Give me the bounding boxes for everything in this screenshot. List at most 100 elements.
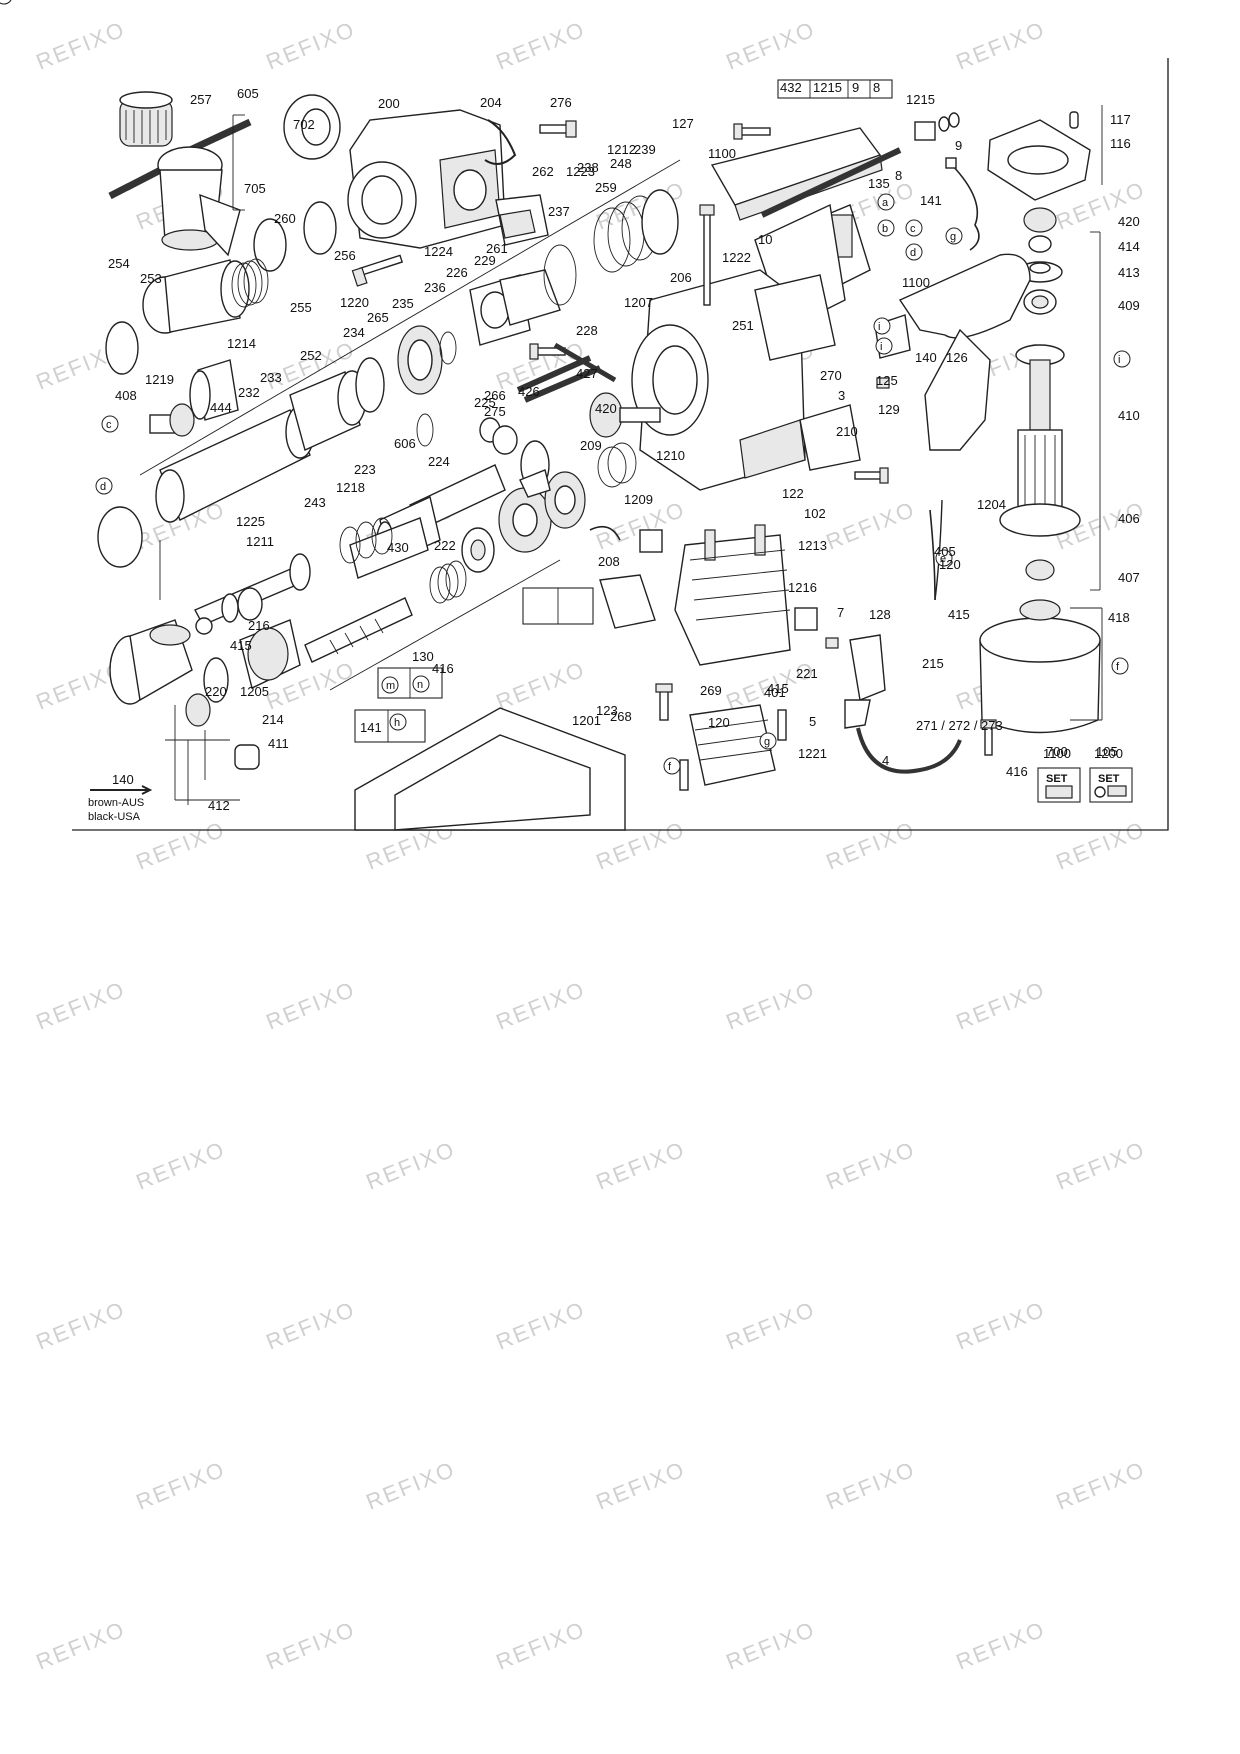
part-number-label: 117	[1110, 112, 1131, 127]
gear-housing-icon	[347, 109, 506, 249]
bushing-icon	[189, 359, 239, 421]
part-number-label: c	[106, 419, 112, 431]
part-number-label: 411	[268, 736, 289, 751]
part-number-label: 420	[1118, 214, 1140, 229]
carbon-brush-icon	[825, 377, 890, 649]
part-number-label: 260	[274, 211, 296, 226]
part-number-label: 1213	[798, 538, 827, 553]
part-number-label: 251	[732, 318, 754, 333]
cable-icon	[945, 157, 980, 251]
legend-line-2: black-USA	[88, 811, 141, 823]
leader-lines	[139, 105, 1103, 721]
part-number-label: i	[880, 341, 882, 353]
legend: 140 brown-AUS black-USA	[88, 772, 144, 823]
mode-switch-icon	[495, 194, 549, 246]
part-number-label: 606	[394, 436, 416, 451]
watermark-text: REFIXO	[133, 1136, 229, 1194]
plate-icon	[469, 269, 561, 346]
connector-marker	[389, 713, 407, 731]
part-number-label: 1224	[424, 244, 453, 259]
watermark-text: REFIXO	[823, 1456, 919, 1514]
part-number-label: 1204	[977, 497, 1006, 512]
part-number-label: 1211	[246, 534, 274, 549]
part-number-label: 126	[946, 350, 968, 365]
bit-holder-icon	[149, 403, 195, 437]
field-coil-icon	[689, 704, 776, 786]
part-number-label: 127	[672, 116, 694, 131]
sleeve-icon	[289, 357, 385, 451]
set-badge-text-1: SET	[1046, 773, 1068, 785]
watermark-text: REFIXO	[953, 1296, 1049, 1354]
part-number-label: 1210	[656, 448, 685, 463]
screw-icon	[655, 683, 673, 721]
carrying-case-icon	[354, 707, 626, 831]
watermark-text: REFIXO	[823, 496, 919, 554]
part-number-label: 125	[876, 373, 898, 388]
part-number-label: 1219	[145, 372, 174, 387]
connector-marker	[663, 757, 681, 775]
field-coil-icon	[674, 524, 791, 666]
part-number-label: c	[910, 223, 916, 235]
part-number-label: 4	[882, 753, 889, 768]
screw-icon	[529, 343, 889, 484]
part-number-label: 102	[804, 506, 826, 521]
set-badge-caption-1: 1100	[1043, 746, 1071, 761]
part-number-label: 702	[293, 117, 315, 132]
part-number-label: i	[1118, 354, 1120, 366]
connector-marker	[875, 337, 893, 355]
part-number-label: 122	[782, 486, 804, 501]
watermark-text: REFIXO	[953, 16, 1049, 74]
part-number-label: 120	[939, 557, 961, 572]
part-number-label: 9	[955, 138, 962, 153]
part-number-label: 248	[610, 156, 632, 171]
part-number-label: 416	[1006, 764, 1028, 779]
part-number-label: d	[100, 481, 106, 493]
watermark-text: REFIXO	[1053, 816, 1149, 874]
part-number-label: 10	[758, 232, 772, 247]
part-number-label: 1220	[340, 295, 369, 310]
part-number-label: 275	[484, 404, 506, 419]
watermark-text: REFIXO	[263, 976, 359, 1034]
part-number-label: 206	[670, 270, 692, 285]
part-number-label: 705	[244, 181, 266, 196]
gear-icon	[185, 619, 301, 727]
part-number-label: 1225	[236, 514, 265, 529]
part-number-label: 409	[1118, 298, 1140, 313]
part-number-label: 1214	[227, 336, 256, 351]
part-number-label: 228	[576, 323, 598, 338]
watermark-text: REFIXO	[263, 16, 359, 74]
connector-marker	[873, 317, 891, 335]
connector-marker	[759, 732, 777, 750]
part-number-label: 444	[210, 400, 232, 415]
washer-icon	[195, 587, 263, 635]
part-number-label: 1200	[0, 0, 29, 3]
part-number-label: 1209	[624, 492, 653, 507]
part-number-label: 229	[474, 253, 496, 268]
part-number-label: n	[417, 679, 423, 691]
part-number-label: 239	[634, 142, 656, 157]
watermark-text: REFIXO	[33, 976, 129, 1034]
connector-marker	[412, 675, 430, 693]
watermark-text: REFIXO	[263, 1616, 359, 1674]
plate-icon	[754, 274, 836, 361]
part-number-label: 270	[820, 368, 842, 383]
part-number-label: b	[882, 223, 888, 235]
motor-cover-icon	[979, 599, 1101, 734]
connector-marker	[945, 227, 963, 245]
screw-icon	[980, 719, 997, 756]
gear-icon	[589, 392, 661, 488]
connector-marker	[905, 243, 923, 261]
part-number-label: 1222	[722, 250, 751, 265]
part-number-label: 700	[1046, 744, 1068, 759]
part-number-label: 238	[577, 160, 599, 175]
part-number-label: e	[940, 553, 946, 565]
part-number-label: 410	[1118, 408, 1140, 423]
part-number-label: 208	[598, 554, 620, 569]
watermark-text: REFIXO	[723, 1616, 819, 1674]
legend-line-1: brown-AUS	[88, 797, 144, 809]
connector-marker	[95, 477, 113, 495]
part-number-label: 222	[434, 538, 456, 553]
grip-sleeve-icon	[142, 259, 250, 334]
screw-icon	[699, 204, 715, 306]
part-number-label: 226	[446, 265, 468, 280]
